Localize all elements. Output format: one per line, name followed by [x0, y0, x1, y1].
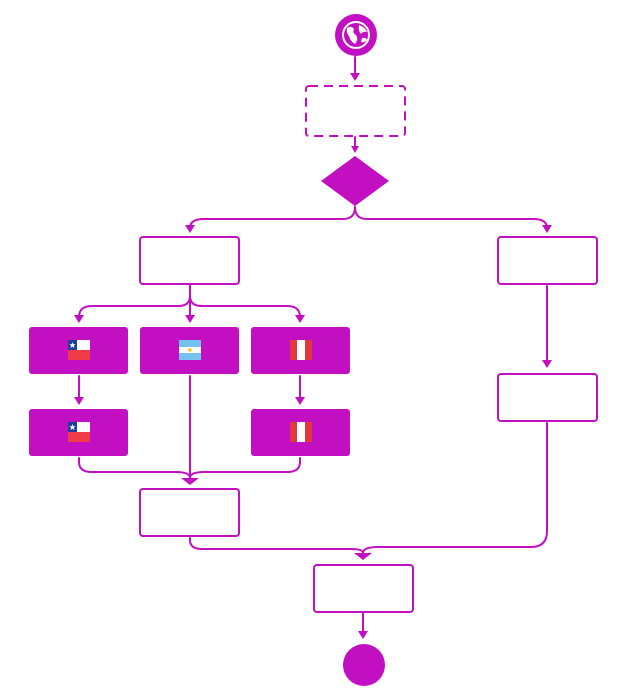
arrowhead [351, 146, 359, 153]
peru-flag-icon [290, 422, 312, 442]
arrowhead [295, 397, 305, 405]
node-decision[interactable] [321, 156, 389, 206]
node-merge-left[interactable] [139, 488, 240, 537]
node-right-branch[interactable] [497, 236, 598, 285]
edge-right2-to-final [362, 422, 548, 554]
argentina-flag-icon [179, 340, 201, 360]
node-end[interactable] [343, 644, 385, 686]
node-merge-final[interactable] [313, 564, 414, 613]
node-chile-1[interactable] [29, 327, 128, 374]
node-start[interactable] [335, 14, 377, 56]
node-chile-2[interactable] [29, 409, 128, 456]
arrowhead [358, 631, 368, 639]
edge-peru2-to-merge [189, 457, 301, 479]
chile-flag-icon [68, 422, 90, 442]
peru-flag-icon [290, 340, 312, 360]
edge-mergeleft-to-final [189, 537, 364, 554]
edge-decision-to-right [354, 206, 548, 229]
arrowhead [354, 553, 372, 560]
arrowhead [181, 478, 199, 485]
node-process-top[interactable] [305, 85, 406, 137]
edge-left-to-peru [189, 285, 301, 318]
arrowhead [542, 360, 552, 368]
node-right-step-2[interactable] [497, 373, 598, 422]
arrowhead [185, 315, 195, 323]
arrowhead [185, 225, 195, 233]
arrowhead [295, 315, 305, 323]
arrowhead [74, 315, 84, 323]
end-circle [343, 644, 385, 686]
node-left-branch[interactable] [139, 236, 240, 285]
node-peru-1[interactable] [251, 327, 350, 374]
edges [74, 56, 552, 639]
edge-decision-to-left [189, 206, 356, 229]
arrowhead [542, 225, 552, 233]
edge-chile2-to-merge [78, 457, 191, 479]
node-peru-2[interactable] [251, 409, 350, 456]
chile-flag-icon [68, 340, 90, 360]
edge-left-to-chile [78, 285, 191, 318]
arrowhead [74, 397, 84, 405]
globe-icon [342, 21, 370, 49]
node-argentina[interactable] [140, 327, 239, 374]
arrowhead [350, 73, 360, 81]
